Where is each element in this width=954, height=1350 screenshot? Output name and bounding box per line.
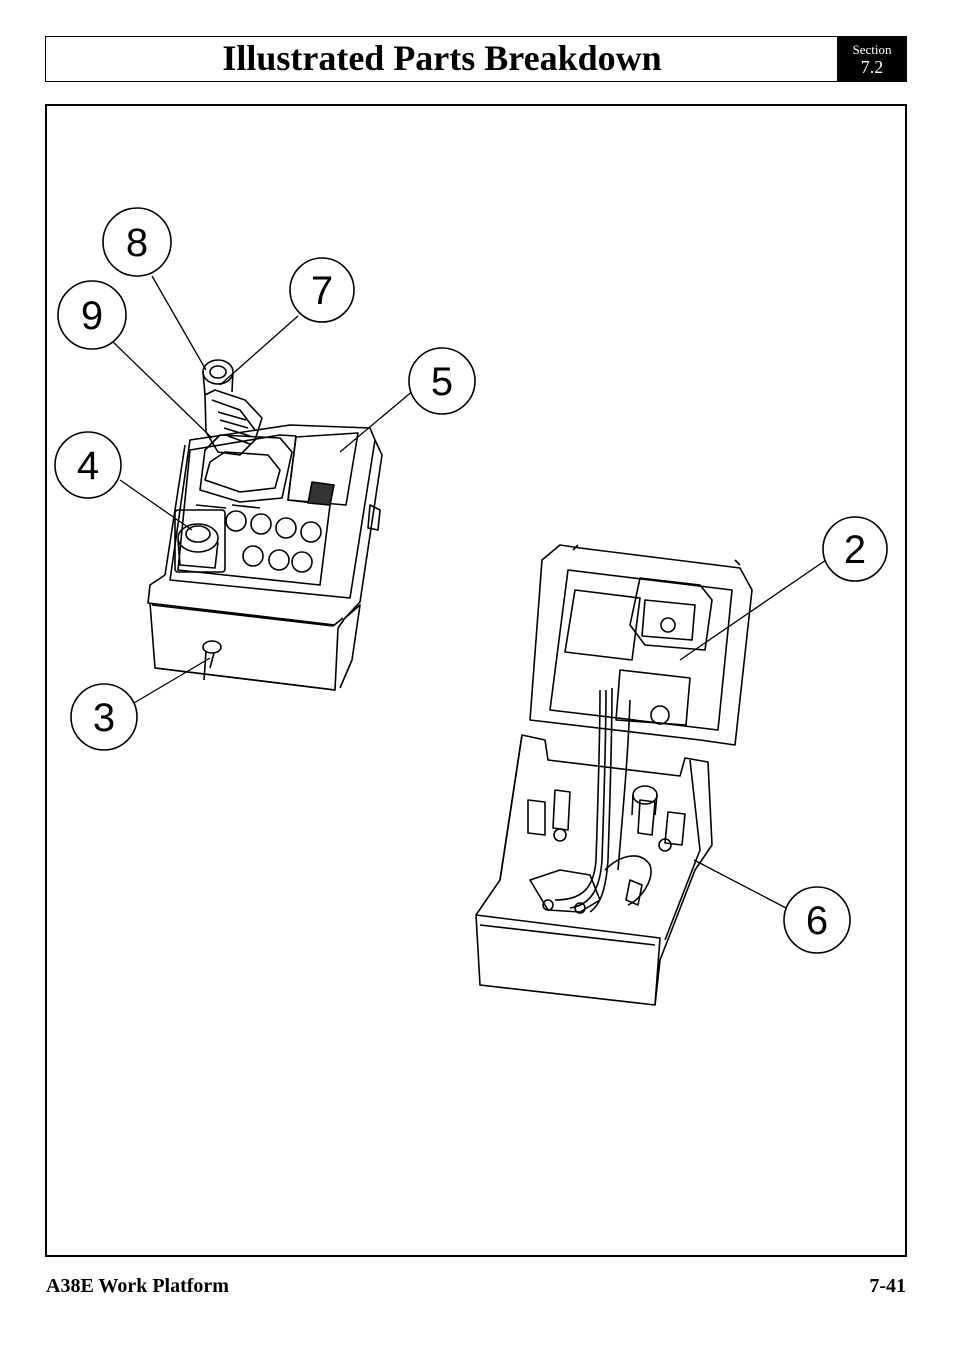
callout-5: 5: [431, 360, 453, 404]
callout-2: 2: [844, 528, 866, 572]
callout-7: 7: [311, 269, 333, 313]
section-number: 7.2: [860, 57, 884, 77]
callout-9: 9: [81, 294, 103, 338]
page-title: Illustrated Parts Breakdown: [222, 38, 662, 78]
page-header: Illustrated Parts Breakdown Section 7.2: [45, 36, 907, 82]
callout-3: 3: [93, 696, 115, 740]
footer-page-number: 7-41: [869, 1275, 906, 1297]
callout-8: 8: [126, 221, 148, 265]
callout-6: 6: [806, 899, 828, 943]
callout-4: 4: [77, 444, 99, 488]
control-box-assembled: [147, 359, 383, 691]
footer-product-name: A38E Work Platform: [46, 1275, 229, 1297]
illustration-frame: [45, 104, 907, 1257]
callout-circles: [54, 207, 888, 954]
control-box-opened: [475, 544, 753, 1006]
section-label: Section: [852, 42, 892, 57]
section-badge: Section 7.2: [837, 37, 906, 81]
leader-lines: [110, 275, 827, 909]
